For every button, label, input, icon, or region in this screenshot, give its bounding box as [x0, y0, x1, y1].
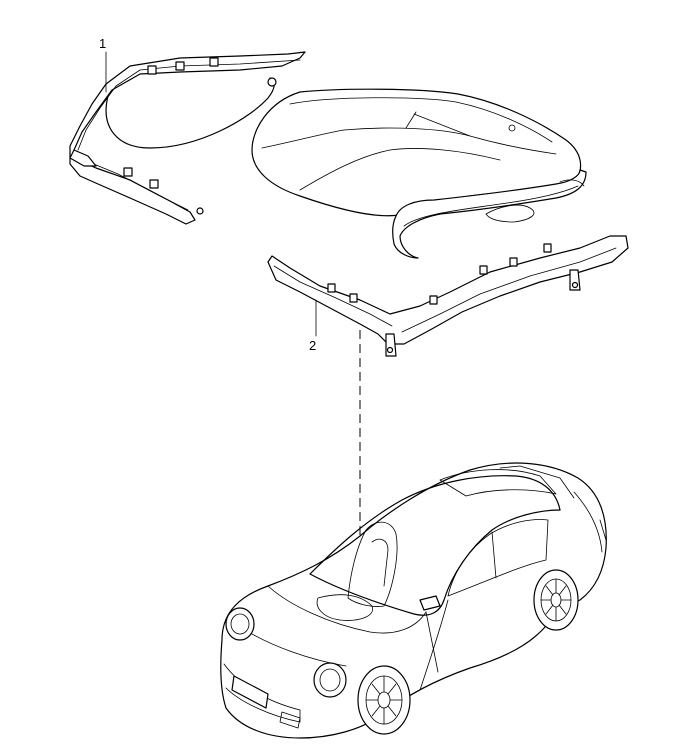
trim-strip-2[interactable] [267, 235, 629, 357]
callout-label-2: 2 [309, 338, 316, 353]
callout-label-1: 1 [99, 36, 106, 51]
seat-cushion[interactable] [251, 88, 587, 259]
car-icon [220, 462, 607, 739]
